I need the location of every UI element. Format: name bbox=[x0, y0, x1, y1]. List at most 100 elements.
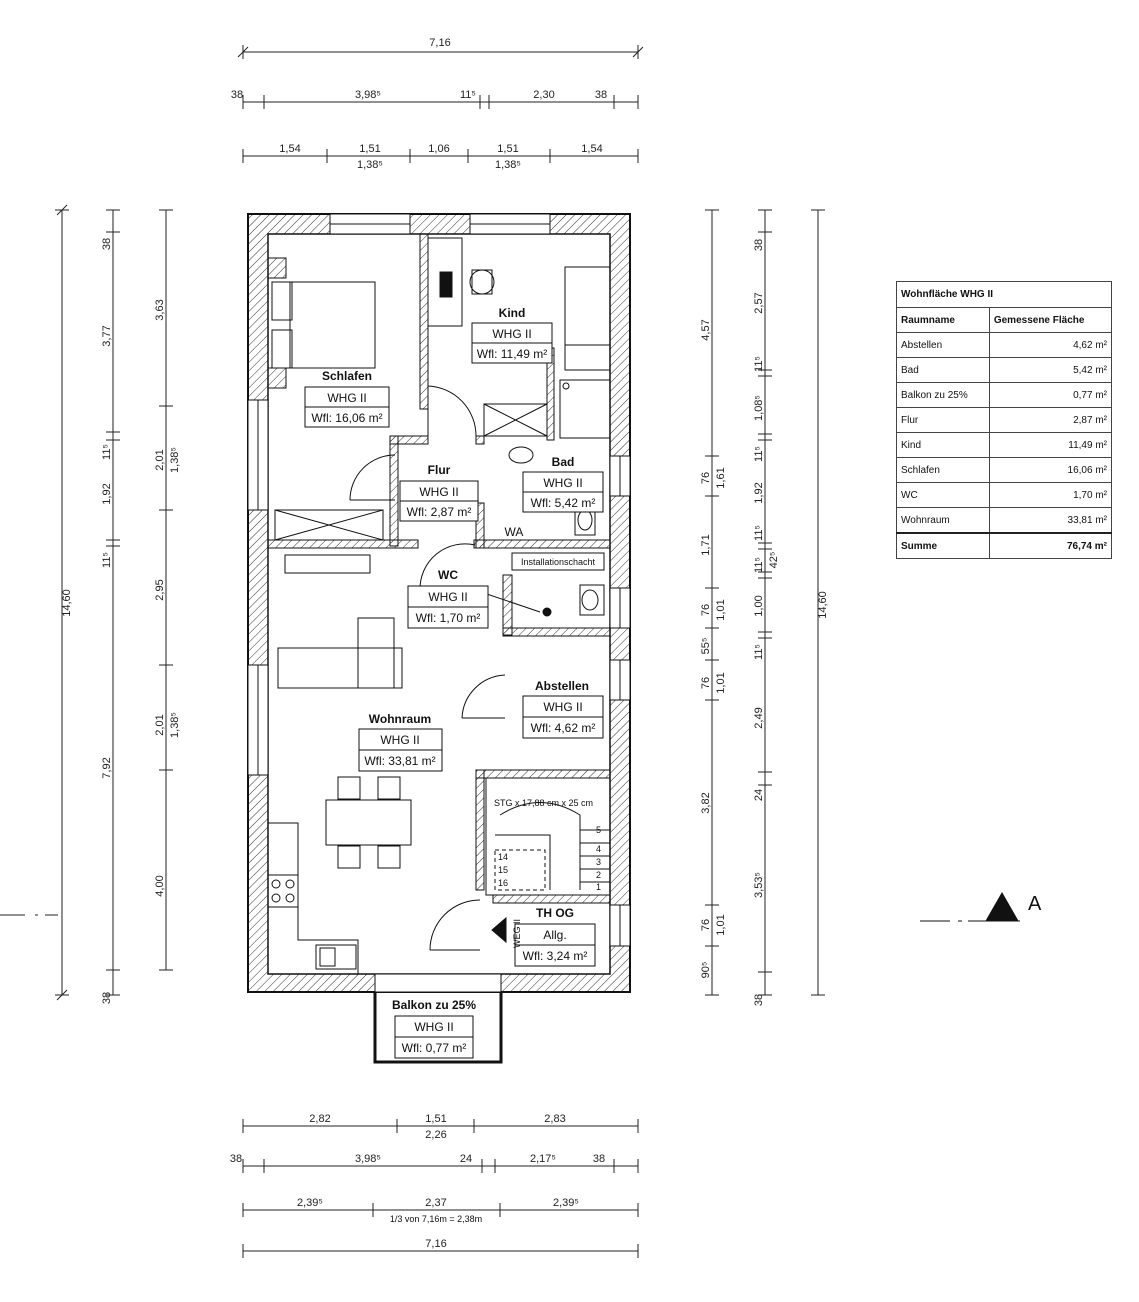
room-unit-flur: WHG II bbox=[419, 485, 458, 499]
top-dim-5: 38 bbox=[595, 89, 607, 101]
room-area-balkon: Wfl: 0,77 m² bbox=[402, 1041, 467, 1055]
row-area: 11,49 m² bbox=[988, 432, 1113, 458]
right-dim-1: 4,57 bbox=[700, 319, 712, 340]
left-dim-6: 7,92 bbox=[101, 757, 113, 778]
balcony bbox=[373, 992, 503, 1064]
right-dim-15: 2,57 bbox=[753, 292, 765, 313]
left-dim-13: 1,38⁵ bbox=[169, 712, 181, 738]
left-dim-3: 11⁵ bbox=[101, 444, 113, 460]
col-header-area: Gemessene Fläche bbox=[988, 307, 1113, 333]
room-name-wc: WC bbox=[438, 568, 458, 582]
row-area: 16,06 m² bbox=[988, 457, 1113, 483]
room-area-wohnraum: Wfl: 33,81 m² bbox=[364, 754, 435, 768]
row-room: Balkon zu 25% bbox=[896, 382, 990, 408]
toilet-icon bbox=[542, 584, 605, 617]
left-dim-7: 38 bbox=[101, 992, 113, 1004]
top-dim-1: 38 bbox=[231, 89, 243, 101]
left-total-dim: 14,60 bbox=[61, 589, 73, 617]
room-flur: Flur WHG II Wfl: 2,87 m² bbox=[399, 463, 479, 522]
bottom-dim-12: 2,39⁵ bbox=[553, 1197, 579, 1209]
room-wohnraum: Wohnraum WHG II Wfl: 33,81 m² bbox=[358, 712, 443, 772]
bottom-dim-8: 2,17⁵ bbox=[530, 1153, 556, 1165]
top-dim-4: 2,30 bbox=[533, 89, 554, 101]
row-room: Schlafen bbox=[896, 457, 990, 483]
stair-num-1: 1 bbox=[596, 882, 601, 892]
section-label: A bbox=[1028, 893, 1042, 915]
bottom-dim-5: 38 bbox=[230, 1153, 242, 1165]
room-balkon: Balkon zu 25% WHG II Wfl: 0,77 m² bbox=[392, 998, 476, 1059]
right-dim-16: 11⁵ bbox=[753, 356, 765, 372]
bottom-dim-6: 3,98⁵ bbox=[355, 1153, 381, 1165]
row-room: WC bbox=[896, 482, 990, 508]
stair-num-14: 14 bbox=[498, 852, 508, 862]
row-area: 4,62 m² bbox=[988, 332, 1113, 358]
room-unit-balkon: WHG II bbox=[414, 1020, 453, 1034]
stair-num-4: 4 bbox=[596, 844, 601, 854]
room-th-og: TH OG Allg. Wfl: 3,24 m² bbox=[514, 906, 596, 967]
weg-label: WEG II bbox=[512, 919, 522, 948]
top-dim-2: 3,98⁵ bbox=[355, 89, 381, 101]
row-room: Kind bbox=[896, 432, 990, 458]
room-unit-wohnraum: WHG II bbox=[380, 733, 419, 747]
room-area-flur: Wfl: 2,87 m² bbox=[407, 505, 472, 519]
sofa-icon bbox=[277, 554, 403, 689]
right-dim-24: 11⁵ bbox=[753, 644, 765, 660]
room-unit-abstellen: WHG II bbox=[543, 700, 582, 714]
dining-table-icon bbox=[325, 776, 412, 869]
row-room: Bad bbox=[896, 357, 990, 383]
section-marker bbox=[920, 891, 1020, 922]
right-dim-6: 1,01 bbox=[715, 599, 727, 620]
right-dim-22: 11⁵ bbox=[753, 557, 765, 573]
top-dim-6: 1,54 bbox=[279, 143, 300, 155]
area-table-title: Wohnfläche WHG II bbox=[896, 281, 1112, 308]
room-name-abstellen: Abstellen bbox=[535, 679, 589, 693]
bottom-dimensions bbox=[242, 1119, 639, 1258]
room-bad: Bad WHG II Wfl: 5,42 m² bbox=[522, 455, 604, 513]
room-unit-bad: WHG II bbox=[543, 476, 582, 490]
row-room: Abstellen bbox=[896, 332, 990, 358]
left-dimensions bbox=[0, 204, 173, 1001]
row-area: 1,70 m² bbox=[988, 482, 1113, 508]
wardrobe-icon bbox=[274, 509, 384, 541]
desk-icon bbox=[427, 237, 495, 327]
bottom-total-dim: 7,16 bbox=[425, 1238, 446, 1250]
bottom-dim-3: 2,26 bbox=[425, 1129, 446, 1141]
stair-num-3: 3 bbox=[596, 857, 601, 867]
installation-shaft-label: Installationschacht bbox=[521, 557, 596, 567]
right-dim-17: 1,08⁵ bbox=[753, 395, 765, 421]
top-total-dim: 7,16 bbox=[429, 37, 450, 49]
top-dim-11: 1,38⁵ bbox=[495, 159, 521, 171]
room-unit-kind: WHG II bbox=[492, 327, 531, 341]
left-dim-12: 2,01 bbox=[154, 714, 166, 735]
right-total-dim: 14,60 bbox=[817, 591, 829, 619]
left-dim-4: 1,92 bbox=[101, 483, 113, 504]
right-dimensions bbox=[705, 209, 825, 996]
room-name-th-og: TH OG bbox=[536, 906, 574, 920]
left-dim-11: 2,95 bbox=[154, 579, 166, 600]
right-dim-4: 1,71 bbox=[700, 534, 712, 555]
top-dim-3: 11⁵ bbox=[460, 89, 476, 101]
room-unit-wc: WHG II bbox=[428, 590, 467, 604]
right-dim-18: 11⁵ bbox=[753, 446, 765, 462]
sum-value: 76,74 m² bbox=[988, 532, 1113, 559]
stair-num-2: 2 bbox=[596, 870, 601, 880]
right-dim-12: 1,01 bbox=[715, 914, 727, 935]
room-unit-schlafen: WHG II bbox=[327, 391, 366, 405]
table-sum-row: Summe 76,74 m² bbox=[896, 532, 1113, 559]
left-dim-2: 3,77 bbox=[101, 325, 113, 346]
left-dim-9: 2,01 bbox=[154, 449, 166, 470]
wa-label: WA bbox=[505, 525, 524, 539]
left-dim-5: 11⁵ bbox=[101, 552, 113, 568]
right-dim-19: 1,92 bbox=[753, 482, 765, 503]
bottom-note: 1/3 von 7,16m = 2,38m bbox=[390, 1214, 482, 1224]
bottom-dim-11: 2,37 bbox=[425, 1197, 446, 1209]
room-schlafen: Schlafen WHG II Wfl: 16,06 m² bbox=[304, 369, 390, 428]
room-area-wc: Wfl: 1,70 m² bbox=[416, 611, 481, 625]
room-unit-th-og: Allg. bbox=[543, 928, 566, 942]
shower-icon bbox=[483, 379, 611, 439]
bottom-dim-9: 38 bbox=[593, 1153, 605, 1165]
